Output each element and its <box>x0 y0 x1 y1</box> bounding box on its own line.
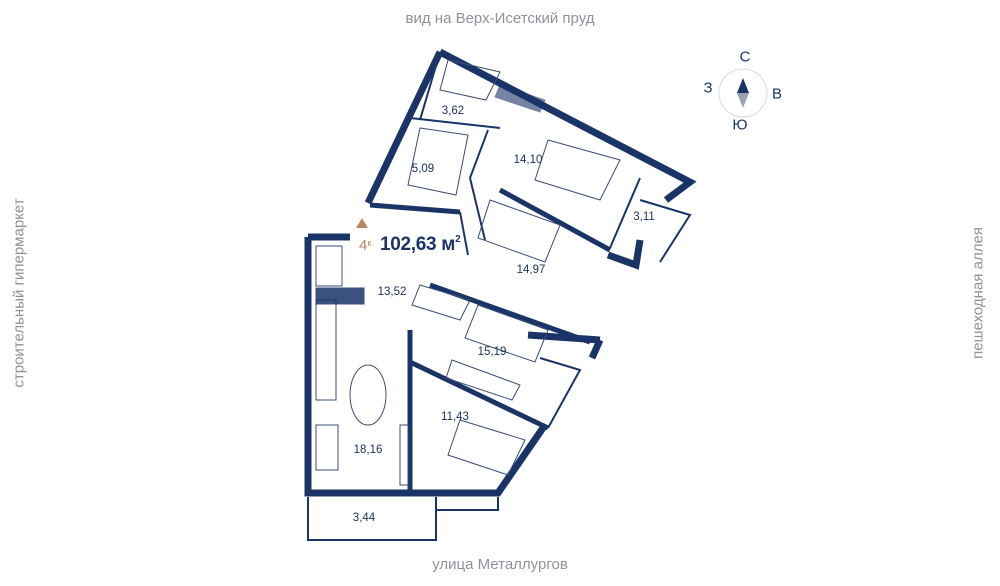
view-label-bottom: улица Металлургов <box>432 556 568 573</box>
room-area-label: 14,10 <box>513 154 543 166</box>
entrance-marker <box>356 218 368 228</box>
rooms-count-suffix: к <box>367 238 372 248</box>
room-area-label: 3,11 <box>633 211 655 223</box>
room-area-label: 14,97 <box>516 264 546 276</box>
thin-walls <box>307 51 692 541</box>
room-area-label: 3,62 <box>441 105 465 117</box>
room-area-label: 18,16 <box>353 444 383 456</box>
view-label-top: вид на Верх-Исетский пруд <box>405 10 595 27</box>
outer-walls <box>304 48 697 497</box>
room-area-label: 3,44 <box>352 512 376 524</box>
compass-west: З <box>703 79 713 97</box>
rooms-count-value: 4 <box>359 237 368 254</box>
room-area-label: 13,52 <box>377 286 407 298</box>
compass-east: В <box>771 85 783 103</box>
total-area: 102,63 м2 <box>380 234 461 256</box>
rooms-count: 4к <box>359 237 371 254</box>
inner-walls <box>369 187 612 493</box>
compass-icon <box>718 68 768 118</box>
room-area-label: 11,43 <box>441 411 469 423</box>
room-area-label: 5,09 <box>411 163 435 175</box>
total-area-value: 102,63 м <box>380 234 456 255</box>
stairs-hatch <box>315 84 546 305</box>
compass-south: Ю <box>732 116 748 134</box>
total-area-unit: 2 <box>455 234 461 245</box>
compass-north: С <box>739 48 751 66</box>
furniture <box>315 59 621 486</box>
room-area-label: 15,19 <box>477 346 507 358</box>
